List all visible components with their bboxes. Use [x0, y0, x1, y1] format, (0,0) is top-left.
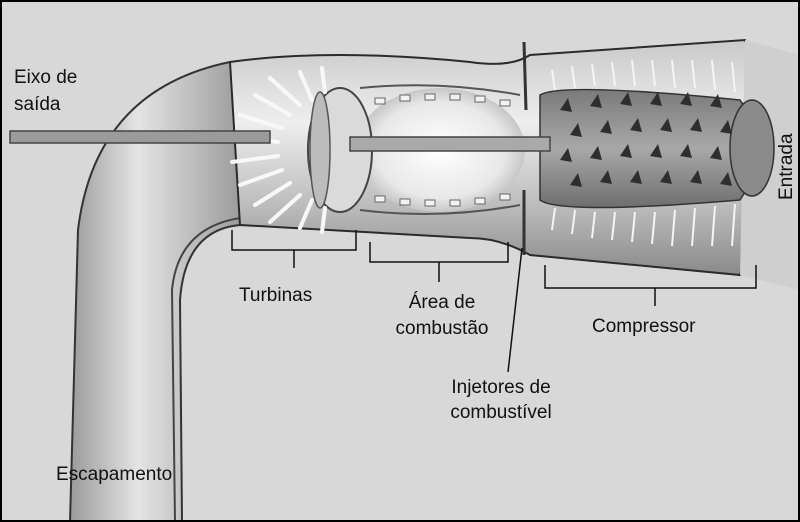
exhaust-label: Escapamento — [56, 464, 172, 486]
output-shaft — [10, 131, 270, 143]
main-shaft — [350, 137, 550, 151]
intake-label: Entrada — [776, 133, 798, 200]
compressor-nose — [730, 100, 774, 196]
combustion-label-line2: combustão — [382, 318, 502, 340]
injectors-label-line1: Injetores de — [430, 377, 572, 399]
turbine-hub — [310, 92, 330, 208]
compressor-label: Compressor — [592, 316, 695, 338]
combustion-label-line1: Área de — [382, 292, 502, 314]
injectors-label-line2: combustível — [430, 402, 572, 424]
compressor-cone — [540, 90, 758, 208]
turbines-label: Turbinas — [239, 285, 312, 307]
output-shaft-label-line2: saída — [14, 94, 60, 116]
output-shaft-label-line1: Eixo de — [14, 67, 77, 89]
